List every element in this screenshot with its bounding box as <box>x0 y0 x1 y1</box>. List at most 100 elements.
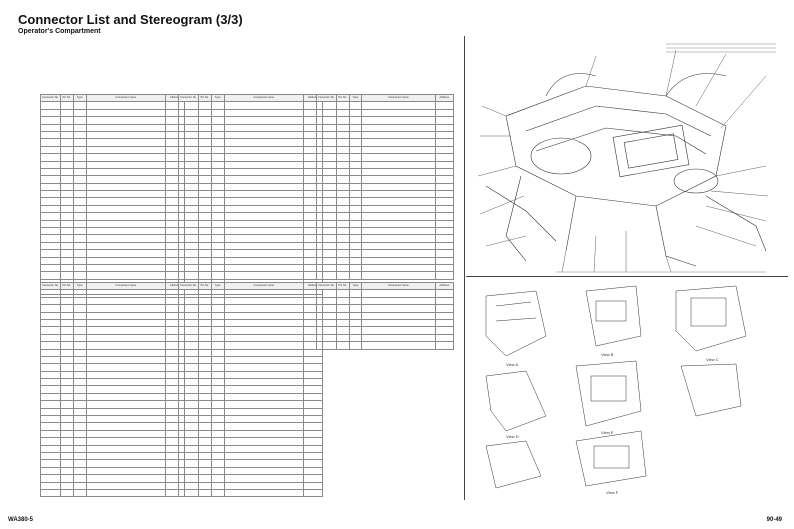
table-cell <box>178 304 199 313</box>
table-cell <box>72 130 87 140</box>
table-row <box>40 241 185 251</box>
table-cell <box>197 175 212 184</box>
table-cell <box>59 341 74 350</box>
table-cell <box>59 182 74 192</box>
table-cell <box>197 123 212 132</box>
table-cell <box>197 355 212 365</box>
table-cell <box>59 263 74 273</box>
table-cell <box>197 197 212 206</box>
table-cell <box>197 204 212 214</box>
table-cell <box>59 212 74 221</box>
table-cell <box>85 422 166 431</box>
table-cell <box>197 459 212 468</box>
table-cell <box>316 145 337 155</box>
table-row <box>178 145 323 155</box>
table-cell <box>348 219 363 229</box>
table-cell <box>335 263 350 273</box>
table-row <box>178 130 323 140</box>
table-cell <box>40 138 61 147</box>
table-cell <box>316 289 337 298</box>
table-cell <box>223 256 304 266</box>
table-cell <box>223 138 304 147</box>
table-cell <box>72 378 87 387</box>
table-cell <box>223 263 304 273</box>
table-cell <box>335 197 350 206</box>
table-row <box>178 481 323 490</box>
table-cell <box>59 348 74 357</box>
table-cell <box>85 355 166 365</box>
table-row <box>316 333 455 343</box>
table-row <box>40 160 185 169</box>
table-cell <box>72 311 87 320</box>
table-row <box>40 341 185 350</box>
table-cell <box>40 108 61 118</box>
table-cell <box>210 289 225 298</box>
table-row <box>40 130 185 140</box>
column-header: Component name <box>85 93 166 103</box>
table-cell <box>40 488 61 498</box>
table-row <box>316 304 455 313</box>
table-cell <box>197 326 212 335</box>
table-cell <box>335 130 350 140</box>
table-cell <box>434 190 455 199</box>
table-cell <box>302 488 323 498</box>
table-cell <box>223 481 304 490</box>
table-row <box>316 116 455 125</box>
table-row <box>178 451 323 461</box>
table-row <box>316 160 455 169</box>
table-row <box>40 355 185 365</box>
table-cell <box>335 190 350 199</box>
column-header: Pin No. <box>335 93 350 103</box>
table-cell <box>40 407 61 417</box>
table-cell <box>210 392 225 402</box>
table-cell <box>72 437 87 446</box>
table-cell <box>361 219 436 229</box>
table-cell <box>178 444 199 454</box>
table-cell <box>361 249 436 258</box>
table-row <box>178 234 323 243</box>
table-cell <box>335 212 350 221</box>
table-cell <box>40 197 61 206</box>
table-cell <box>316 333 337 343</box>
table-cell <box>210 241 225 251</box>
table-cell <box>434 256 455 266</box>
table-row <box>178 385 323 394</box>
table-cell <box>302 348 323 357</box>
table-cell <box>72 271 87 280</box>
table-cell <box>59 108 74 118</box>
table-cell <box>85 451 166 461</box>
table-cell <box>85 234 166 243</box>
table-cell <box>316 234 337 243</box>
table-cell <box>302 392 323 402</box>
table-row <box>40 326 185 335</box>
table-row <box>40 249 185 258</box>
table-cell <box>178 437 199 446</box>
table-cell <box>210 256 225 266</box>
column-header: Type <box>210 93 225 103</box>
table-row <box>316 204 455 214</box>
table-cell <box>361 153 436 162</box>
table-cell <box>178 481 199 490</box>
table-cell <box>348 167 363 177</box>
table-cell <box>348 197 363 206</box>
table-cell <box>59 249 74 258</box>
table-cell <box>85 304 166 313</box>
table-cell <box>210 451 225 461</box>
view-label: View A <box>506 362 518 367</box>
table-cell <box>85 123 166 132</box>
table-cell <box>434 304 455 313</box>
table-row <box>178 153 323 162</box>
table-cell <box>361 130 436 140</box>
table-cell <box>178 219 199 229</box>
table-cell <box>40 256 61 266</box>
table-cell <box>85 212 166 221</box>
table-cell <box>85 182 166 192</box>
table-cell <box>85 263 166 273</box>
table-row <box>178 370 323 380</box>
table-cell <box>302 437 323 446</box>
table-cell <box>72 474 87 483</box>
table-row <box>40 392 185 402</box>
table-cell <box>316 175 337 184</box>
table-cell <box>223 451 304 461</box>
table-cell <box>178 167 199 177</box>
